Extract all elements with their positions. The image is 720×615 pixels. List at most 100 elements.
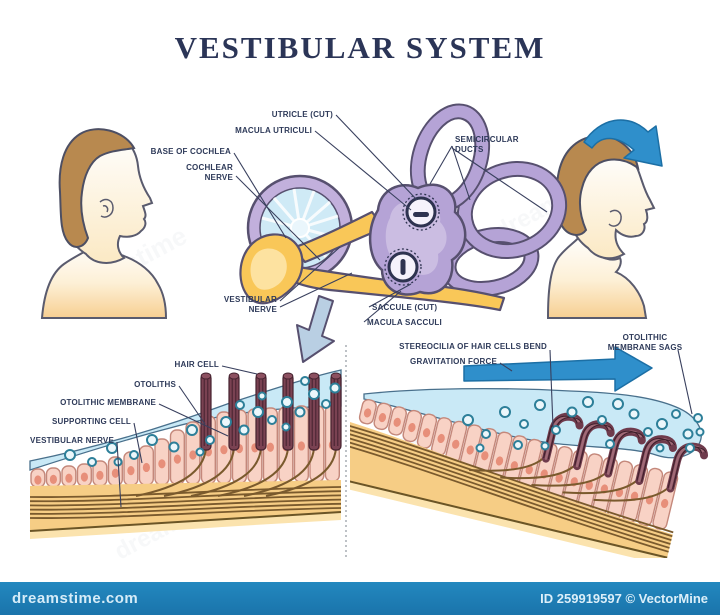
label-hair-cell: HAIR CELL	[175, 360, 219, 369]
cell-nucleus	[495, 456, 504, 466]
hair-cell-fiber	[163, 447, 235, 497]
ear-icon	[99, 198, 114, 218]
nerve-fiber	[29, 494, 342, 507]
page-title: VESTIBULAR SYSTEM	[174, 30, 546, 65]
otolith	[205, 435, 215, 445]
head-bent-figure	[546, 119, 663, 319]
cell-nucleus	[266, 442, 274, 452]
cell-nucleus	[127, 466, 135, 476]
stereocilia-bundle	[228, 373, 240, 451]
svg-text:MEMBRANE SAGS: MEMBRANE SAGS	[608, 343, 683, 352]
nerve-fiber	[350, 432, 672, 542]
otolith	[267, 415, 277, 425]
label-cochlear-nerve: COCHLEAR	[186, 163, 233, 172]
cell-nucleus	[393, 417, 401, 427]
hair-cell-fiber	[190, 447, 262, 497]
otolith	[582, 396, 594, 408]
otolith	[257, 391, 267, 401]
bundle-stripe	[641, 439, 676, 482]
svg-text:DUCTS: DUCTS	[455, 145, 484, 154]
cell-nucleus	[466, 445, 474, 455]
otolith	[220, 416, 232, 428]
otolith	[513, 440, 523, 450]
hair-cell	[282, 372, 294, 451]
svg-text:NERVE: NERVE	[205, 173, 234, 182]
label-supporting-cell: SUPPORTING CELL	[52, 417, 131, 426]
otolith	[540, 441, 550, 451]
bundle-stripe	[672, 446, 707, 490]
hair-cell	[228, 372, 240, 451]
bent-hair-cell	[635, 435, 677, 486]
cell-nucleus	[49, 474, 58, 484]
cell-nucleus	[142, 462, 150, 473]
cell-nucleus	[525, 465, 533, 475]
bundle-tip	[200, 372, 212, 380]
otolith	[129, 450, 139, 460]
gravitation-arrow-icon	[463, 346, 653, 392]
hair-cell	[200, 372, 212, 451]
label-macula-sacculi: MACULA SACCULI	[367, 318, 442, 327]
cell-nucleus	[173, 454, 181, 464]
nerve-fiber	[29, 507, 342, 519]
image-credit: ID 259919597 © VectorMine	[540, 591, 708, 606]
otolith	[281, 396, 293, 408]
ear-labels: UTRICLE (CUT) MACULA UTRICULI BASE OF CO…	[151, 110, 548, 327]
bundle-tip	[308, 372, 320, 380]
otolith	[682, 428, 694, 440]
base-strip	[350, 477, 668, 558]
cell-nucleus	[96, 470, 104, 480]
bundle-tip	[330, 372, 342, 380]
cell-nucleus	[189, 450, 197, 460]
otolith	[695, 427, 705, 437]
cell-nucleus	[660, 498, 669, 509]
otolith	[597, 415, 607, 425]
cell-nucleus	[220, 445, 228, 455]
nerve-fiber	[29, 498, 342, 511]
right-panel-labels: STEREOCILIA OF HAIR CELLS BEND GRAVITATI…	[399, 333, 693, 428]
bundle-stripes	[203, 377, 209, 446]
otolith	[294, 406, 306, 418]
otolith	[534, 399, 546, 411]
upright-hair	[58, 128, 136, 248]
label-macula-utriculi: MACULA UTRICULI	[235, 126, 312, 135]
bundle-tip	[228, 372, 240, 380]
otolith	[519, 419, 529, 429]
otolith	[238, 424, 250, 436]
cell-nucleus	[408, 422, 416, 433]
site-logo[interactable]: dreamstime.com	[12, 590, 139, 607]
bundle-tip	[282, 372, 294, 380]
otolith	[168, 441, 180, 453]
otolith	[605, 439, 615, 449]
label-gravitation-force: GRAVITATION FORCE	[410, 357, 497, 366]
bent-hair-cell	[604, 427, 646, 478]
nerve-fiber	[29, 502, 342, 515]
label-utricle-cut: UTRICLE (CUT)	[272, 110, 333, 119]
bundle-tip	[700, 452, 708, 459]
otolith	[655, 443, 665, 453]
hair-cell-fiber	[243, 447, 315, 497]
otolith	[321, 399, 331, 409]
otolith	[252, 406, 264, 418]
base-line	[350, 476, 668, 558]
cell-nucleus	[555, 473, 563, 483]
cell-nucleus	[481, 451, 489, 461]
label-membrane-sags: OTOLITHIC	[623, 333, 668, 342]
otolith	[308, 388, 320, 400]
otolith	[566, 406, 578, 418]
label-stereocilia-bend: STEREOCILIA OF HAIR CELLS BEND	[399, 342, 547, 351]
label-base-of-cochlea: BASE OF COCHLEA	[151, 147, 231, 156]
bundle-stripe	[605, 430, 640, 474]
bundle-stripe	[543, 415, 578, 459]
cell-nucleus	[422, 428, 431, 438]
bundle-stripes	[231, 377, 237, 446]
bundle-tip	[638, 437, 646, 444]
footer-bar: dreamstime.com ID 259919597 © VectorMine	[0, 582, 720, 615]
otolith	[656, 418, 668, 430]
cell-nucleus	[111, 468, 119, 478]
left-panel-labels: HAIR CELL OTOLITHS OTOLITHIC MEMBRANE SU…	[30, 360, 258, 508]
label-otolithic-membrane: OTOLITHIC MEMBRANE	[60, 398, 156, 407]
cell-nucleus	[158, 459, 166, 469]
otolith	[146, 434, 158, 446]
otolith	[628, 408, 640, 420]
bundle-tip	[255, 372, 267, 380]
